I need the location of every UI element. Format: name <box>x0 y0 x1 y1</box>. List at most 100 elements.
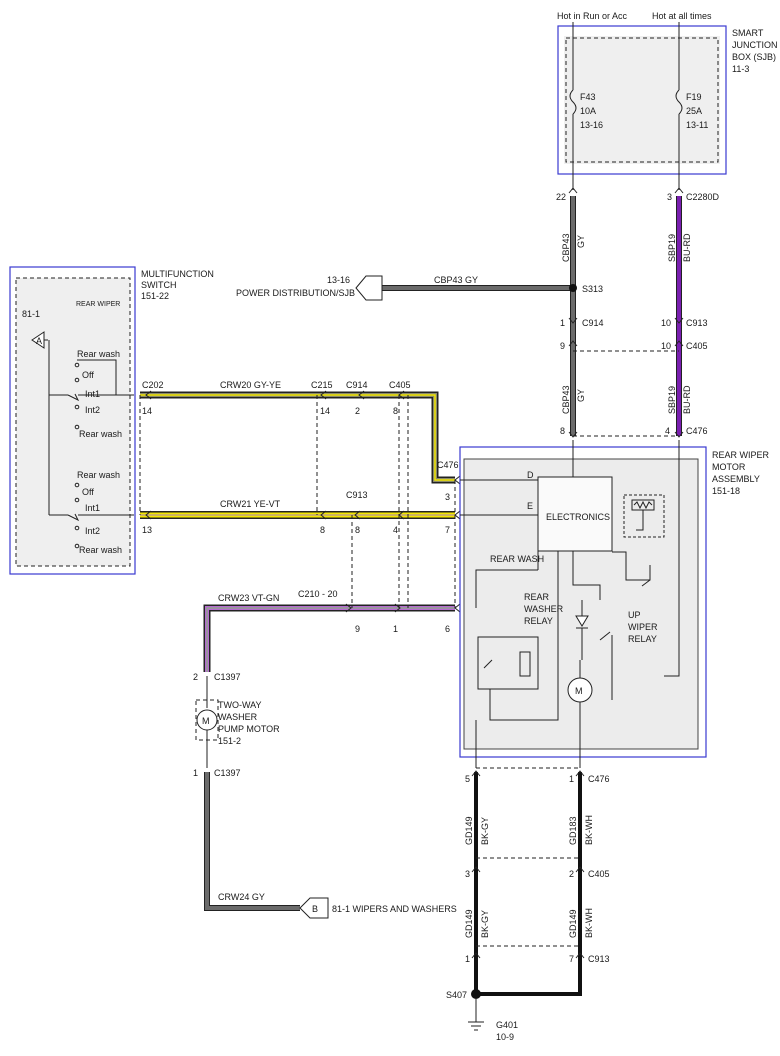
pump-title-4: 151-2 <box>218 736 241 746</box>
connector-c914: C914 <box>346 380 368 390</box>
switch-outline <box>9 266 136 575</box>
pin-6-c476: 6 <box>445 624 450 634</box>
ground-g401: G401 <box>496 1020 518 1030</box>
switch-connector-a-letter: A <box>36 336 42 346</box>
pin-1-c914: 1 <box>560 318 565 328</box>
connector-c210: C210 - 20 <box>298 589 338 599</box>
connector-c1397-a: C1397 <box>214 672 241 682</box>
sjb-title-4: 11-3 <box>732 64 749 74</box>
connector-c913-a: C913 <box>686 318 708 328</box>
fuse-f19-icon <box>675 89 683 115</box>
switch-title-2: SWITCH <box>141 280 177 290</box>
motor-assembly-outline <box>459 446 707 758</box>
pin-4-c405: 4 <box>393 525 398 535</box>
rear-wiper-motor-assembly: REAR WIPER MOTOR ASSEMBLY 151-18 ELECTRO… <box>459 440 770 768</box>
wire-crw23-label: CRW23 VT-GN <box>218 593 279 603</box>
switch-upper-rear-wash-top: Rear wash <box>77 349 120 359</box>
connector-c476: C476 <box>437 460 459 470</box>
hot-all-times-label: Hot at all times <box>652 11 712 21</box>
electronics-module <box>537 476 613 552</box>
splice-s407 <box>471 989 481 999</box>
switch-title-1: MULTIFUNCTION <box>141 269 214 279</box>
washer-relay-label-1: REAR <box>524 592 550 602</box>
power-wire-label: CBP43 GY <box>434 275 478 285</box>
rear-wash-label: REAR WASH <box>490 554 544 564</box>
switch-lower-rear-wash-top: Rear wash <box>77 470 120 480</box>
ground-icon <box>468 1021 484 1031</box>
connector-c215: C215 <box>311 380 333 390</box>
switch-upper-off: Off <box>82 370 94 380</box>
pin-4-c476: 4 <box>665 426 670 436</box>
connector-c913-b: C913 <box>588 954 610 964</box>
pin-1-c405: 1 <box>393 624 398 634</box>
pin-8-c476: 8 <box>560 426 565 436</box>
wire-crw24-label: CRW24 GY <box>218 892 265 902</box>
pin-14-c215: 14 <box>320 406 330 416</box>
up-relay-box <box>623 494 665 538</box>
pin-8-c215-b: 8 <box>320 525 325 535</box>
ground-ref: 10-9 <box>496 1032 514 1042</box>
fuse-f19-amps: 25A <box>686 106 702 116</box>
wire-crw20-label: CRW20 GY-YE <box>220 380 281 390</box>
pin-2-c1397: 2 <box>193 672 198 682</box>
pin-7-c476: 7 <box>445 525 450 535</box>
washer-relay-label-3: RELAY <box>524 616 553 626</box>
wire-crw20 <box>140 391 455 484</box>
pump-title-1: TWO-WAY <box>218 700 262 710</box>
fuse-f19-ref: 13-11 <box>686 120 708 130</box>
wire-crw21-label: CRW21 YE-VT <box>220 499 281 509</box>
up-relay-label-1: UP <box>628 610 641 620</box>
washers-label: 81-1 WIPERS AND WASHERS <box>332 904 457 914</box>
wire-sbp19-label-mid: SBP19 <box>667 386 677 414</box>
pin-1-c913-b: 1 <box>465 954 470 964</box>
washer-pump-motor: 2 C1397 M TWO-WAY WASHER PUMP MOTOR 151-… <box>193 672 457 919</box>
pump-title-3: PUMP MOTOR <box>218 724 280 734</box>
fuse-f43-ref: 13-16 <box>580 120 603 130</box>
wire-crw23 <box>203 604 455 672</box>
splice-s313-label: S313 <box>582 284 603 294</box>
power-distribution-branch: 13-16 POWER DISTRIBUTION/SJB CBP43 GY S3… <box>236 275 603 301</box>
rear-washer-relay <box>477 636 539 690</box>
pin-3-sjb: 3 <box>667 192 672 202</box>
connector-c476-a: C476 <box>686 426 708 436</box>
sjb-title-1: SMART <box>732 28 764 38</box>
pin-7-c913-b: 7 <box>569 954 574 964</box>
wire-bkwh-label-b: BK-WH <box>584 908 594 938</box>
connector-c405: C405 <box>389 380 411 390</box>
sjb-title-3: BOX (SJB) <box>732 52 776 62</box>
wire-gd183-label: GD183 <box>568 816 578 845</box>
pin-14-c202: 14 <box>142 406 152 416</box>
wire-sbp19-label-top: SBP19 <box>667 234 677 262</box>
switch-upper-int2: Int2 <box>85 405 100 415</box>
pin-10-c405: 10 <box>661 341 671 351</box>
wire-gy-label-mid: GY <box>576 389 586 402</box>
pin-5-c476: 5 <box>465 774 470 784</box>
wire-cbp43-label-mid: CBP43 <box>561 385 571 414</box>
fuse-f43-amps: 10A <box>580 106 596 116</box>
connector-c476-b: C476 <box>588 774 610 784</box>
pin-3-c476: 3 <box>445 492 450 502</box>
ground-circuits: 5 1 C476 GD149 BK-GY GD183 BK-WH 3 2 C40… <box>446 767 610 1042</box>
fuse-f43-icon <box>569 89 577 115</box>
wire-burd-label-mid: BU-RD <box>682 385 692 414</box>
fuse-f43-id: F43 <box>580 92 596 102</box>
pin-10-c913: 10 <box>661 318 671 328</box>
connector-c1397-b: C1397 <box>214 768 241 778</box>
connector-c405-a: C405 <box>686 341 708 351</box>
smart-junction-box: Hot in Run or Acc Hot at all times SMART… <box>557 11 778 190</box>
splice-s407-label: S407 <box>446 990 467 1000</box>
motor-assembly-title-2: MOTOR <box>712 462 746 472</box>
pin-1-c476: 1 <box>569 774 574 784</box>
switch-lower-off: Off <box>82 487 94 497</box>
fuse-f19-id: F19 <box>686 92 702 102</box>
electronics-pin-e: E <box>527 501 533 511</box>
motor-assembly-title-4: 151-18 <box>712 486 740 496</box>
switch-lower-int2: Int2 <box>85 526 100 536</box>
washers-connector-b-icon <box>299 897 329 919</box>
pin-8-c913: 8 <box>355 525 360 535</box>
power-distribution-label: POWER DISTRIBUTION/SJB <box>236 288 355 298</box>
washer-relay-coil-icon <box>519 651 531 677</box>
pin-9-c913: 9 <box>355 624 360 634</box>
multifunction-switch: MULTIFUNCTION SWITCH 151-22 REAR WIPER 8… <box>9 266 214 575</box>
